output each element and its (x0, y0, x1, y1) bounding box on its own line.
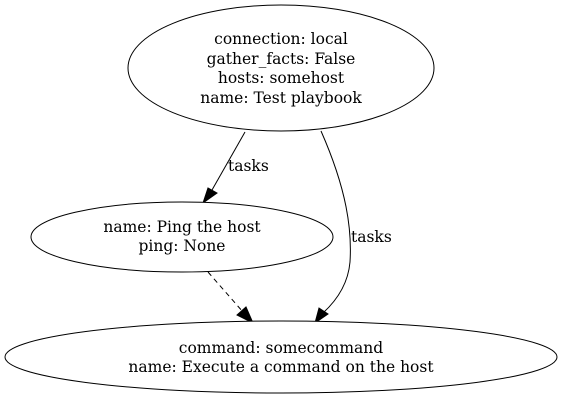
arrowhead (236, 306, 255, 325)
node-line: hosts: somehost (218, 69, 345, 87)
node-line: connection: local (214, 30, 348, 48)
node-line: command: somecommand (179, 339, 383, 357)
node-line: name: Test playbook (200, 89, 362, 107)
edge-playbook-to-command: tasks (314, 130, 392, 325)
node-line: ping: None (139, 237, 226, 255)
arrowhead (314, 307, 329, 325)
edge-ping-to-command (207, 271, 255, 325)
edge-playbook-to-ping: tasks (202, 131, 269, 205)
arrowhead (202, 187, 218, 205)
node-command: command: somecommand name: Execute a com… (4, 320, 558, 394)
node-line: gather_facts: False (207, 50, 356, 68)
node-line: name: Execute a command on the host (128, 358, 434, 376)
node-ping: name: Ping the host ping: None (30, 201, 334, 273)
node-line: name: Ping the host (103, 218, 261, 236)
node-playbook: connection: local gather_facts: False ho… (127, 4, 435, 132)
edge-label-tasks: tasks (351, 228, 392, 246)
edge-label-tasks: tasks (228, 157, 269, 175)
